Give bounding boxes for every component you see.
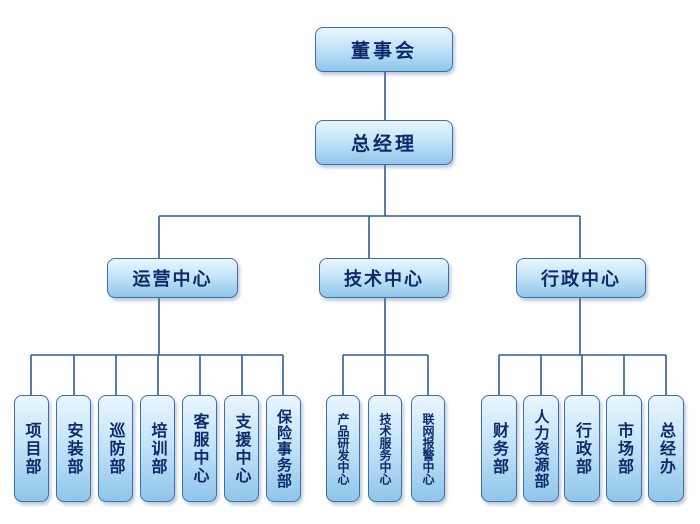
center-box-technology: 技术中心: [319, 258, 449, 298]
dept-label: 项目部: [22, 421, 42, 476]
dept-box: 培训部: [140, 395, 175, 502]
center-label: 行政中心: [541, 269, 621, 290]
dept-box: 联网报警中心: [411, 395, 445, 502]
dept-box: 客服中心: [182, 395, 217, 502]
dept-box: 安装部: [56, 395, 91, 502]
dept-label: 支援中心: [232, 412, 252, 485]
dept-label: 安装部: [64, 421, 84, 476]
dept-box: 行政部: [564, 395, 600, 502]
dept-label: 总经办: [657, 421, 676, 476]
dept-label: 人力资源部: [532, 408, 551, 489]
dept-box: 巡防部: [98, 395, 133, 502]
dept-label: 技术服务中心: [378, 412, 392, 485]
dept-box: 财务部: [481, 395, 517, 502]
dept-label: 客服中心: [190, 412, 210, 485]
dept-box: 总经办: [648, 395, 684, 502]
dept-label: 保险事务部: [275, 408, 293, 489]
board-label: 董事会: [350, 40, 417, 62]
dept-box: 市场部: [606, 395, 642, 502]
dept-label: 财务部: [490, 421, 509, 476]
dept-box: 技术服务中心: [368, 395, 402, 502]
center-label: 运营中心: [132, 269, 213, 290]
general-manager-box: 总经理: [315, 120, 453, 165]
dept-box: 保险事务部: [266, 395, 301, 502]
dept-label: 巡防部: [106, 421, 126, 476]
center-box-administration: 行政中心: [516, 258, 646, 298]
dept-label: 市场部: [615, 421, 634, 476]
dept-box: 人力资源部: [523, 395, 559, 502]
dept-label: 培训部: [148, 421, 168, 476]
board-box: 董事会: [315, 27, 453, 72]
dept-box: 产品研发中心: [326, 395, 360, 502]
center-box-operations: 运营中心: [107, 258, 238, 298]
center-label: 技术中心: [344, 269, 424, 290]
general-manager-label: 总经理: [350, 133, 417, 155]
dept-box: 项目部: [14, 395, 49, 502]
dept-label: 行政部: [573, 421, 592, 476]
dept-label: 联网报警中心: [421, 412, 435, 485]
dept-box: 支援中心: [224, 395, 259, 502]
dept-label: 产品研发中心: [336, 412, 350, 485]
